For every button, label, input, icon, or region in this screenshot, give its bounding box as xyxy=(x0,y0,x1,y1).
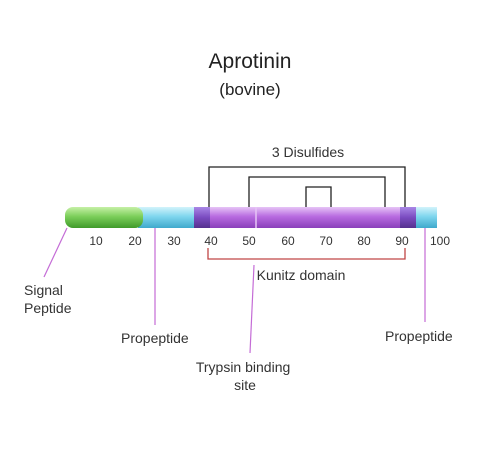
disulfide-bridges xyxy=(208,166,406,207)
tick-label: 30 xyxy=(167,234,181,248)
tick-label: 20 xyxy=(128,234,142,248)
segment-domain-edge-left xyxy=(194,207,210,228)
segment-kunitz-domain xyxy=(194,207,416,228)
signal-peptide-label: Signal Peptide xyxy=(24,282,72,316)
tick-label: 70 xyxy=(319,234,333,248)
diagram-title: Aprotinin xyxy=(209,50,292,73)
tick-label: 40 xyxy=(204,234,218,248)
disulfide-bridge-inner xyxy=(305,186,332,207)
tick-label: 80 xyxy=(357,234,371,248)
callout-line-signal xyxy=(43,227,68,278)
callout-line-trypsin xyxy=(249,264,255,354)
disulfides-label: 3 Disulfides xyxy=(272,144,344,160)
trypsin-binding-site-label: Trypsin binding site xyxy=(196,359,294,393)
segment-domain-edge-right xyxy=(400,207,416,228)
callout-lines xyxy=(43,227,426,354)
kunitz-domain-label: Kunitz domain xyxy=(257,267,346,283)
tick-label: 100 xyxy=(430,234,450,248)
segment-signal-peptide xyxy=(65,207,143,228)
tick-label: 10 xyxy=(89,234,103,248)
kunitz-domain-bracket xyxy=(207,248,406,260)
residue-axis: 10 20 30 40 50 60 70 80 90 100 xyxy=(89,234,450,248)
disulfide-bridge-outer xyxy=(208,166,406,207)
tick-label: 60 xyxy=(281,234,295,248)
diagram-subtitle: (bovine) xyxy=(219,80,280,99)
protein-bar xyxy=(65,207,437,228)
propeptide-left-label: Propeptide xyxy=(121,330,189,346)
tick-label: 90 xyxy=(395,234,409,248)
propeptide-right-label: Propeptide xyxy=(385,328,453,344)
disulfide-bridge-middle xyxy=(248,176,386,207)
tick-label: 50 xyxy=(242,234,256,248)
segment-propeptide-left xyxy=(138,207,200,228)
